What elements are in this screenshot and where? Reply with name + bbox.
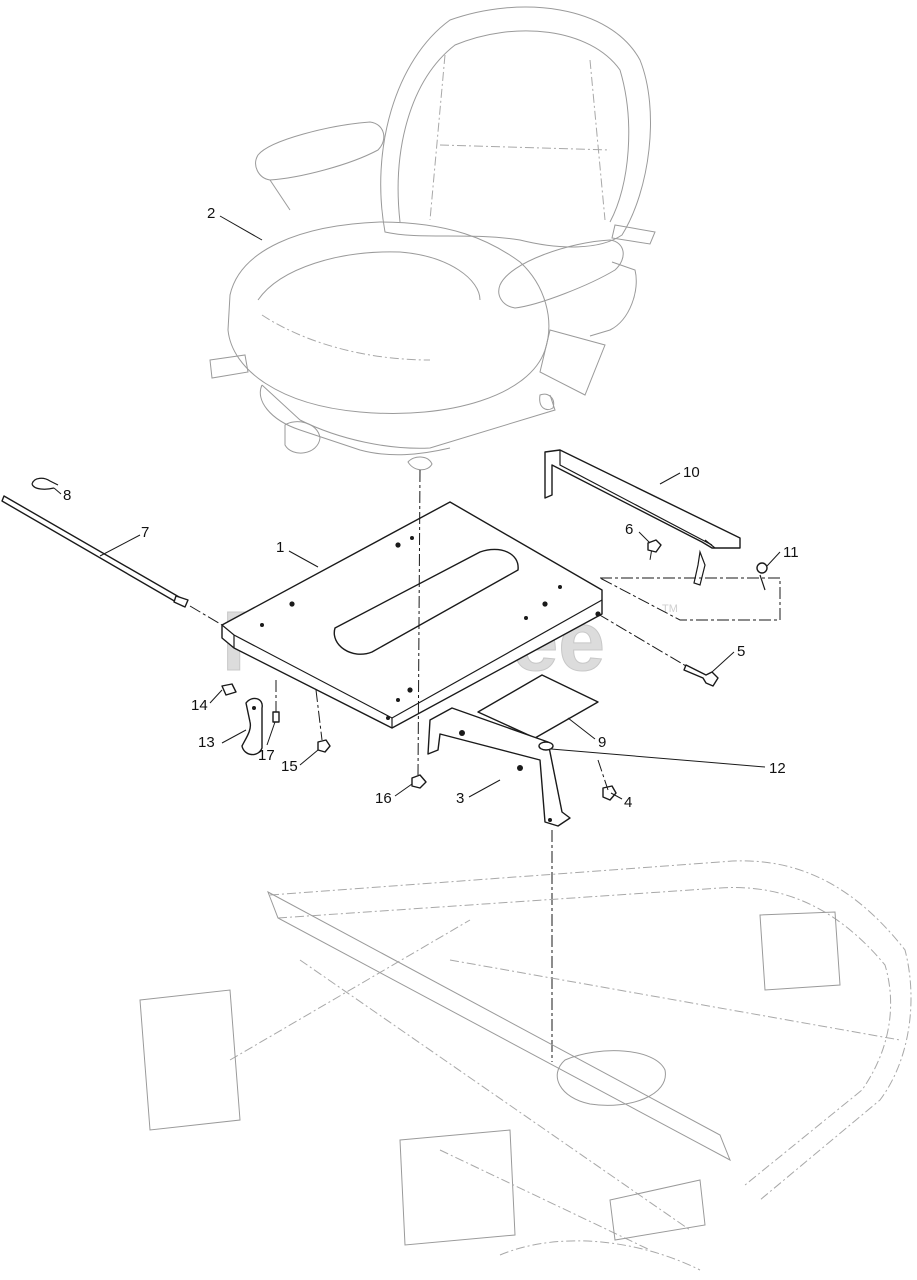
- spring-clip-part-11: [756, 562, 768, 591]
- seat-assembly: [209, 6, 656, 471]
- callout-12: 12: [769, 760, 786, 777]
- callout-15: 15: [281, 758, 298, 775]
- plug-part-12: [538, 741, 554, 751]
- watermark-trademark: TM: [662, 603, 678, 615]
- callout-17: 17: [258, 747, 275, 764]
- seat-support-bracket: [544, 449, 781, 621]
- centerline-seat-stud: [417, 469, 421, 776]
- nut-part-6: [647, 539, 662, 553]
- callout-3: 3: [456, 790, 464, 807]
- bolt-part-5: [597, 613, 719, 687]
- seat-rod: [1, 495, 223, 626]
- callout-8: 8: [63, 487, 71, 504]
- callout-14: 14: [191, 697, 208, 714]
- callout-4: 4: [624, 794, 632, 811]
- latch-handle: [241, 697, 263, 756]
- washer-part-17: [272, 680, 280, 723]
- callout-16: 16: [375, 790, 392, 807]
- callout-7: 7: [141, 524, 149, 541]
- callout-9: 9: [598, 734, 606, 751]
- leader-lines: [53, 215, 781, 800]
- cross-bracket-part-3: [427, 707, 571, 827]
- callout-13: 13: [198, 734, 215, 751]
- callout-11: 11: [783, 544, 799, 561]
- nut-part-4: [597, 759, 617, 801]
- nut-part-16: [411, 774, 427, 789]
- decal-part-9: [477, 674, 599, 739]
- callout-2: 2: [207, 205, 215, 222]
- callout-10: 10: [683, 464, 700, 481]
- callout-1: 1: [276, 539, 284, 556]
- seat-mounting-plate: [221, 501, 603, 729]
- callout-5: 5: [737, 643, 745, 660]
- callout-labels: 1 2 3 4 5 6 7 8 9 10 11 12 13 14 15 16 1…: [63, 205, 799, 811]
- callout-6: 6: [625, 521, 633, 538]
- mower-frame: [139, 860, 912, 1271]
- hairpin-clip: [31, 477, 59, 490]
- bolt-part-14: [221, 683, 237, 696]
- nut-part-15: [315, 689, 331, 753]
